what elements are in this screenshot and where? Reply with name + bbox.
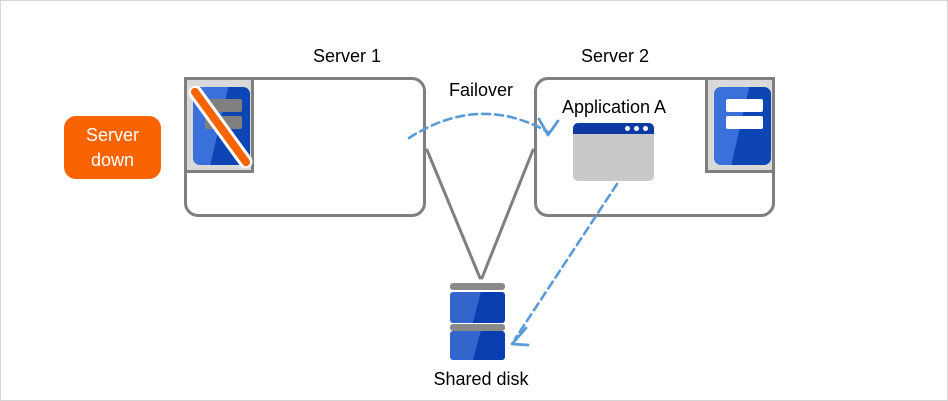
shared-disk-label: Shared disk	[433, 369, 529, 389]
server-slot	[726, 99, 763, 112]
app-window-dots	[625, 126, 648, 131]
server-down-badge: Server down	[64, 116, 161, 179]
app-to-disk-arrowhead	[510, 326, 530, 347]
disk-stack-icon	[450, 283, 505, 361]
failover-label: Failover	[448, 80, 514, 100]
server-tower-body	[714, 87, 771, 165]
failover-arrow	[407, 112, 550, 140]
server-tower-icon	[705, 77, 775, 173]
server2-to-disk-line	[480, 148, 535, 280]
server1-to-disk-line	[425, 148, 482, 280]
server-tower-down-icon	[184, 77, 256, 173]
application-label: Application A	[561, 97, 667, 117]
server-slot	[726, 116, 763, 129]
app-window-icon	[573, 123, 654, 181]
app-window-titlebar	[573, 123, 654, 134]
server2-label: Server 2	[580, 46, 650, 66]
server1-label: Server 1	[312, 46, 382, 66]
